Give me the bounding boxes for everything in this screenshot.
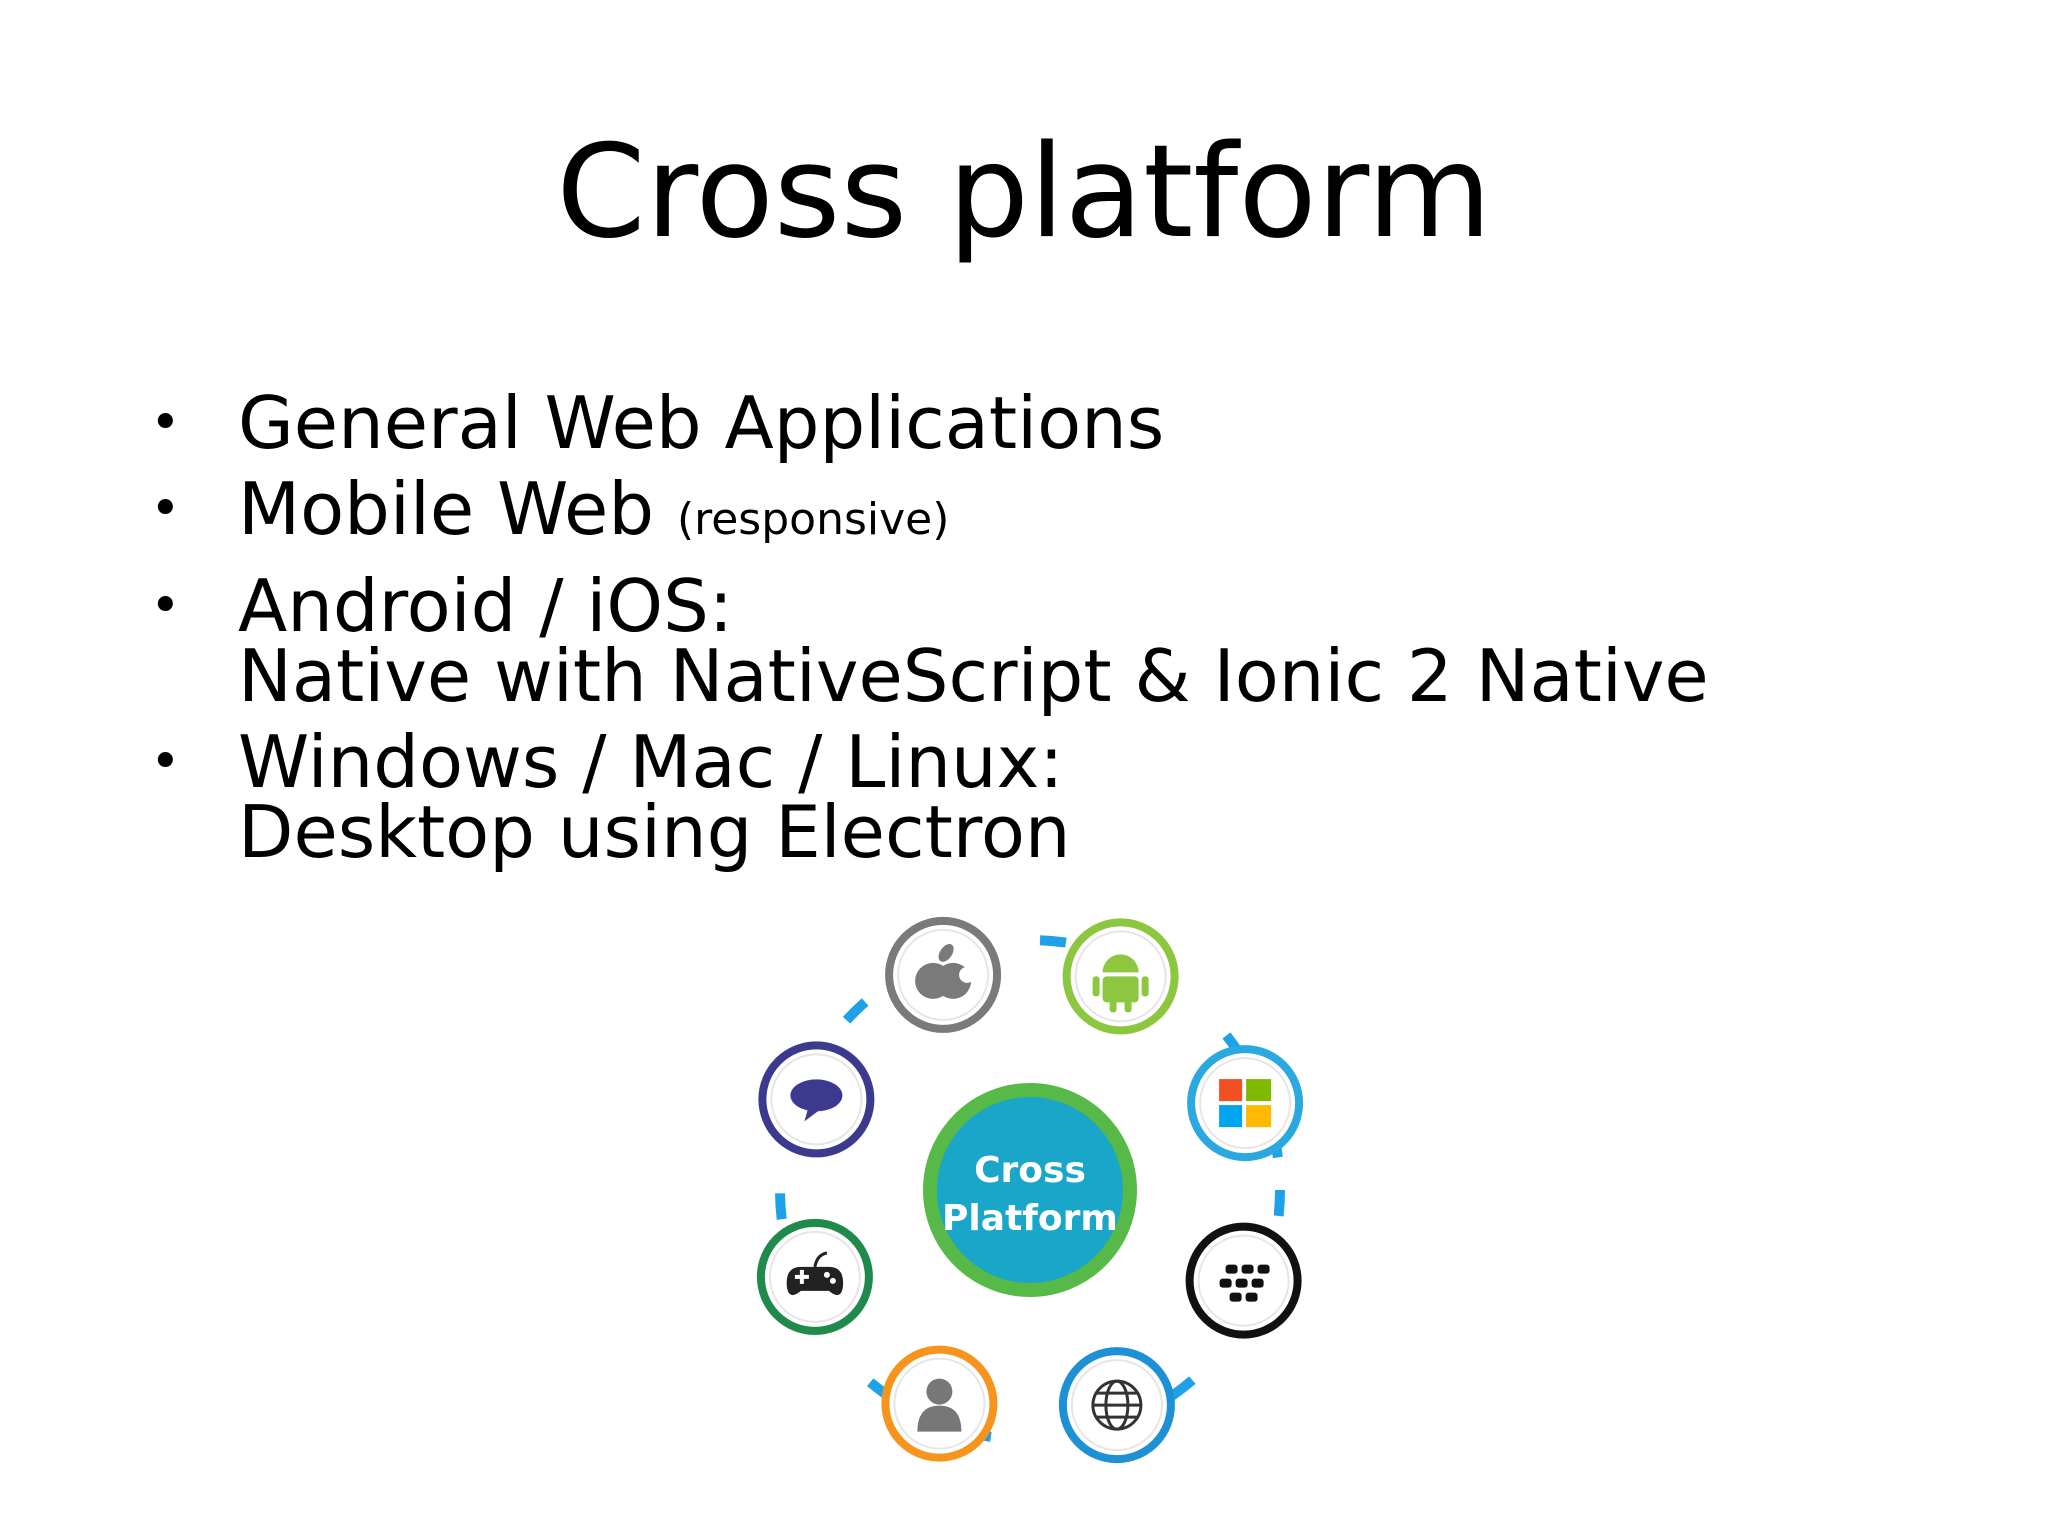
bullet-item: • Mobile Web (responsive) [150, 473, 1950, 555]
android-icon [1062, 918, 1179, 1035]
chat-icon [758, 1041, 875, 1158]
center-circle [923, 1083, 1137, 1297]
center-label-line1: Cross [974, 1150, 1086, 1191]
bullet-item: • Windows / Mac / Linux: Desktop using E… [150, 720, 1950, 874]
bullet-text: Windows / Mac / Linux: [238, 720, 1064, 804]
bullet-marker: • [150, 576, 181, 636]
bullet-list: • General Web Applications • Mobile Web … [150, 387, 1950, 883]
user-icon [881, 1345, 998, 1462]
gamepad-icon [756, 1218, 873, 1335]
bullet-marker: • [150, 479, 181, 539]
dashed-ring [775, 935, 1285, 1445]
cross-platform-diagram: Cross Platform [740, 900, 1320, 1480]
bullet-text: Android / iOS: [238, 564, 734, 648]
bullet-text: Mobile Web [238, 467, 655, 551]
blackberry-icon [1185, 1222, 1302, 1339]
bullet-text: General Web Applications [238, 381, 1165, 465]
bullet-marker: • [150, 393, 181, 453]
slide-title: Cross platform [556, 118, 1492, 267]
bullet-item: • General Web Applications [150, 387, 1950, 459]
diagram-svg: Cross Platform [756, 916, 1304, 1464]
globe-icon [1058, 1347, 1175, 1464]
center-label-line2: Platform [942, 1198, 1118, 1239]
bullet-note: (responsive) [676, 494, 950, 545]
windows-icon [1187, 1045, 1304, 1162]
bullet-subtext: Desktop using Electron [238, 790, 1071, 874]
apple-icon [885, 916, 1002, 1033]
bullet-item: • Android / iOS: Native with NativeScrip… [150, 564, 1950, 718]
bullet-marker: • [150, 732, 181, 792]
platform-icons [756, 916, 1304, 1464]
bullet-subtext: Native with NativeScript & Ionic 2 Nativ… [238, 634, 1709, 718]
